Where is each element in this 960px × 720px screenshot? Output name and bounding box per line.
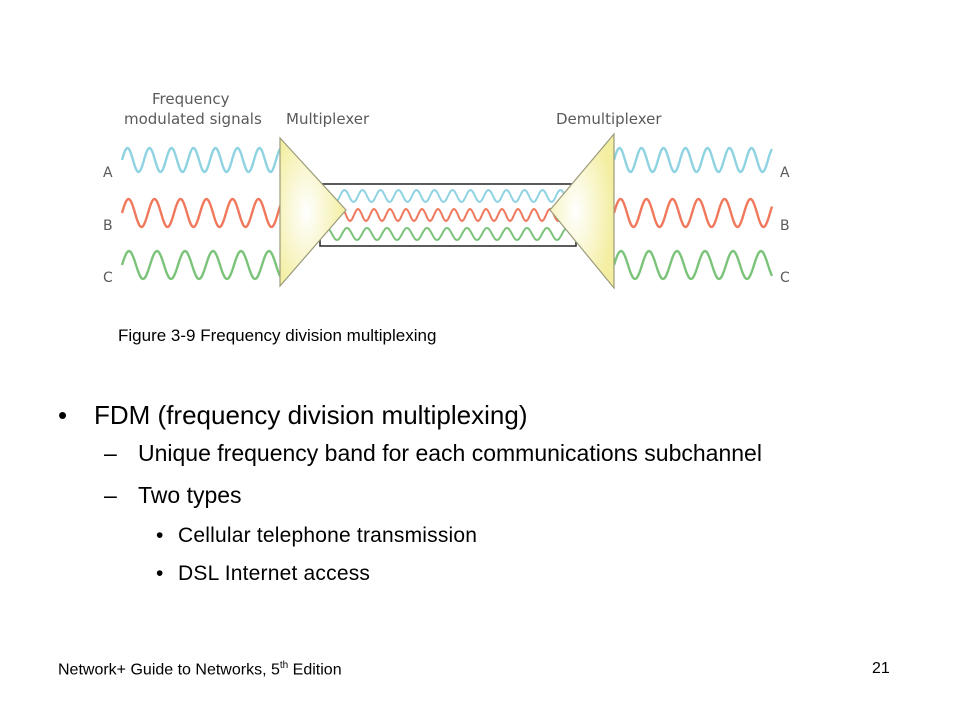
- channel-label-b-right: B: [780, 218, 790, 234]
- fdm-diagram: Frequency modulated signals Multiplexer …: [103, 90, 790, 290]
- bullet-fdm-text: FDM (frequency division multiplexing): [94, 400, 528, 430]
- channel-label-a-right: A: [780, 165, 790, 181]
- multiplexer-label: Multiplexer: [286, 110, 370, 128]
- subbullet-two-types: –Two types: [104, 482, 242, 508]
- wave-b-combined: [321, 207, 575, 223]
- wave-a-combined: [321, 189, 575, 203]
- subbullet-unique-band: –Unique frequency band for each communic…: [104, 440, 762, 466]
- wave-b-output: [612, 197, 774, 229]
- bullet-list: •FDM (frequency division multiplexing) –…: [58, 398, 918, 598]
- wave-a-input: [120, 146, 282, 174]
- channel-label-b-left: B: [103, 218, 113, 234]
- figure-caption: Figure 3-9 Frequency division multiplexi…: [118, 326, 437, 345]
- wave-a-output: [612, 146, 774, 174]
- wave-b-input: [120, 197, 284, 229]
- wave-c-output: [612, 249, 774, 281]
- demultiplexer-device: [549, 132, 615, 290]
- channel-label-c-right: C: [780, 270, 790, 286]
- channel-label-c-left: C: [103, 270, 113, 286]
- subsub-dsl: •DSL Internet access: [156, 562, 371, 585]
- subbullet-unique-band-text: Unique frequency band for each communica…: [138, 440, 762, 466]
- subbullet-two-types-text: Two types: [138, 482, 242, 508]
- page-number: 21: [872, 660, 890, 677]
- signals-label-line1: Frequency: [152, 90, 230, 108]
- channel-label-a-left: A: [103, 165, 113, 181]
- subsub-dsl-text: DSL Internet access: [178, 562, 371, 585]
- wave-c-combined: [321, 226, 575, 242]
- subsub-cellular: •Cellular telephone transmission: [156, 524, 478, 547]
- bullet-fdm: •FDM (frequency division multiplexing): [58, 400, 528, 430]
- multiplexer-device: [279, 136, 347, 288]
- wave-c-input: [120, 249, 283, 281]
- demultiplexer-label: Demultiplexer: [556, 110, 662, 128]
- subsub-cellular-text: Cellular telephone transmission: [178, 524, 478, 547]
- signals-label-line2: modulated signals: [124, 110, 262, 128]
- footer-book-title: Network+ Guide to Networks, 5th Edition: [58, 660, 342, 679]
